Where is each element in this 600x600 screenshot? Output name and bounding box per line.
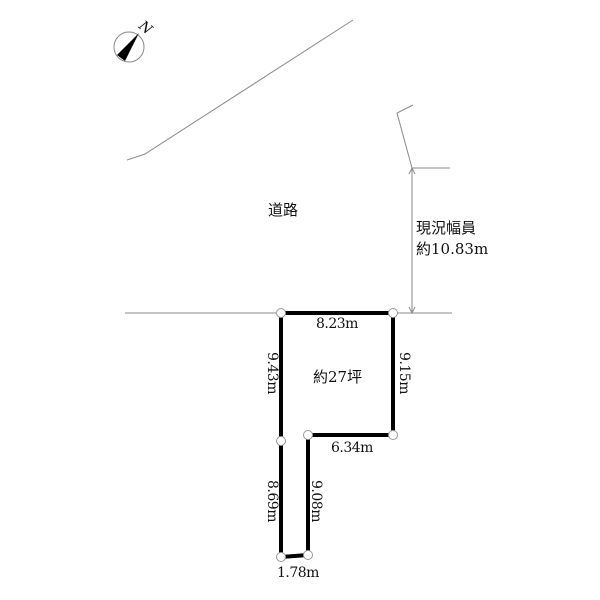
- road-width-value: 約10.83m: [416, 240, 489, 258]
- dimension-inner-step: 6.34m: [331, 440, 373, 456]
- boundary-marker: [276, 308, 286, 318]
- boundary-marker: [303, 550, 313, 560]
- dimension-top: 8.23m: [316, 316, 358, 332]
- road-label: 道路: [268, 201, 299, 219]
- boundary-marker: [276, 436, 286, 446]
- dimension-bottom: 1.78m: [277, 565, 319, 581]
- north-arrow-icon: [113, 31, 145, 63]
- dimension-right: 9.15m: [395, 352, 412, 394]
- road-edge-diagonal: [126, 19, 354, 161]
- lot-area-label: 約27坪: [313, 368, 363, 386]
- dimension-inner-right: 9.08m: [307, 480, 324, 522]
- road-edge-corner: [396, 104, 450, 169]
- boundary-marker: [388, 308, 398, 318]
- road-width-title: 現況幅員: [416, 219, 477, 237]
- dimension-left-lower: 8.69m: [263, 480, 280, 522]
- boundary-markers: [276, 308, 398, 562]
- lot-boundary: [279, 311, 395, 560]
- boundary-marker: [388, 430, 398, 440]
- road-width-dimension-arrow: [408, 166, 416, 315]
- boundary-marker: [276, 552, 286, 562]
- boundary-marker: [303, 430, 313, 440]
- dimension-left-upper: 9.43m: [263, 352, 280, 394]
- road-width-label: 現況幅員 約10.83m: [416, 218, 488, 260]
